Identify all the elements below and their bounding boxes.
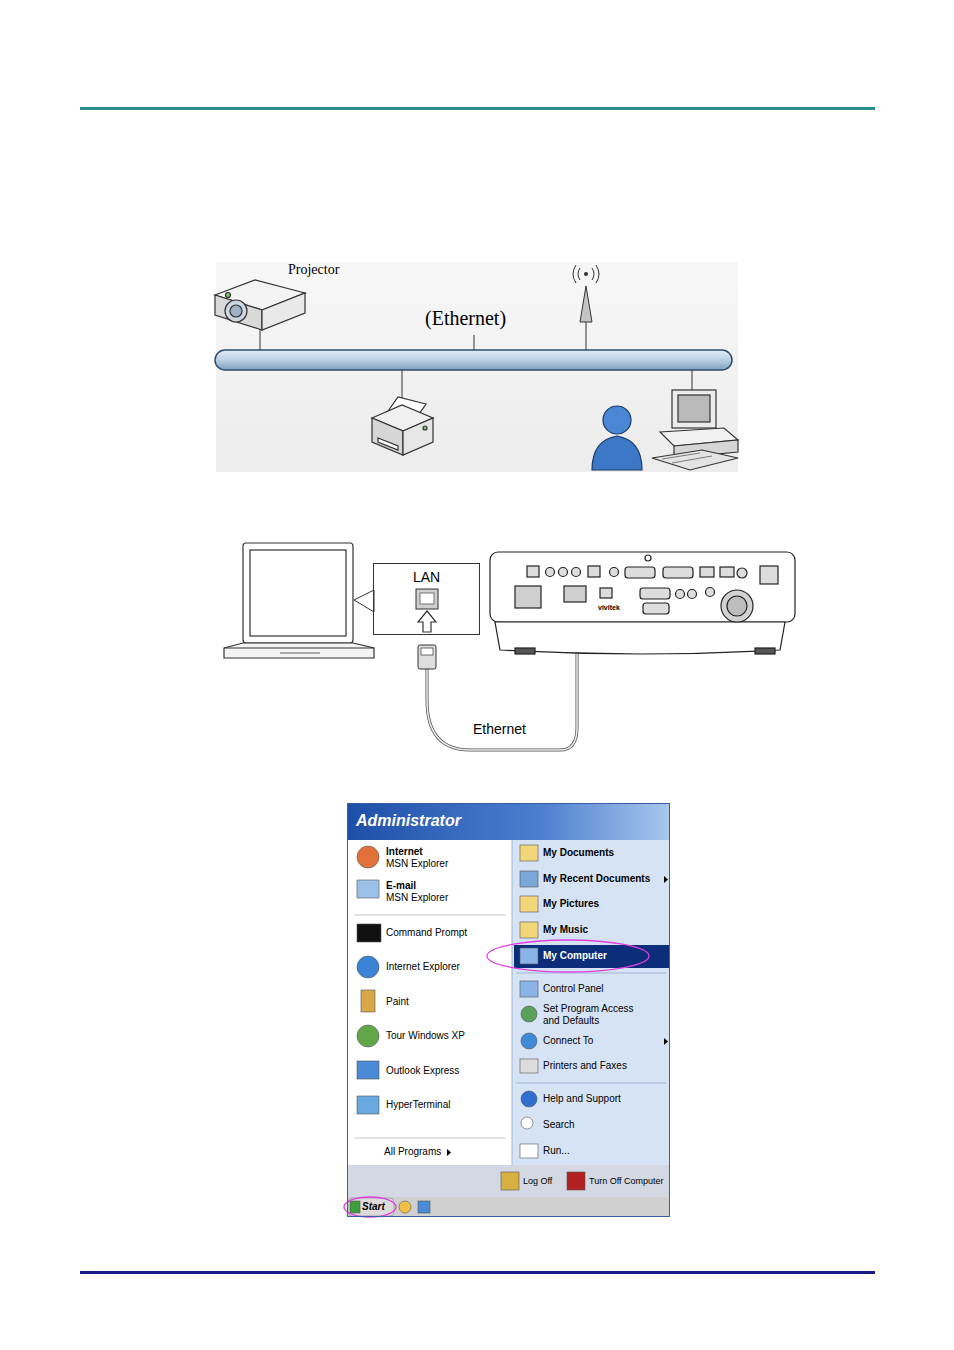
menu-bottom-bar: [347, 1165, 670, 1197]
lan-port-symbol: [416, 589, 438, 632]
menu-item: Printers and Faxes: [543, 1060, 627, 1072]
menu-item: Internet Explorer: [386, 961, 460, 973]
menu-item: Search: [543, 1119, 575, 1131]
menu-item: My Documents: [543, 847, 614, 859]
projector-icon: [215, 280, 305, 330]
drop-line: [402, 370, 403, 398]
menu-item: Paint: [386, 996, 409, 1008]
header-rule: [80, 107, 875, 110]
drop-line: [586, 322, 587, 351]
menu-button: Log Off: [523, 1176, 552, 1186]
highlight-ellipse: [344, 1197, 396, 1217]
menu-separator: [354, 915, 506, 916]
menu-item: Control Panel: [543, 983, 604, 995]
menu-ground: [347, 803, 670, 1217]
drop-line: [474, 335, 475, 351]
menu-item: Help and Support: [543, 1093, 621, 1105]
node-text: Administrator: [356, 812, 661, 830]
column-divider: [512, 840, 513, 1165]
laptop-icon: [224, 543, 374, 658]
menu-item: My Recent Documents: [543, 873, 650, 885]
callout-pointer: [354, 590, 374, 612]
drop-line: [692, 370, 693, 390]
menu-item-selected: My Computer: [543, 950, 607, 962]
menu-item: All Programs: [384, 1146, 441, 1158]
diagram-ground: [216, 262, 738, 472]
menu-item: Connect To: [543, 1035, 593, 1047]
menu-item: Command Prompt: [386, 927, 467, 939]
network-diagram: [215, 262, 738, 472]
footer-rule: [80, 1271, 875, 1274]
menu-subtext: MSN Explorer: [386, 858, 448, 870]
brand-logo: vivitek: [598, 604, 620, 612]
user-icon: [592, 406, 642, 470]
start-label: Start: [362, 1201, 385, 1213]
menu-item: Internet: [386, 846, 423, 858]
submenu-arrows: [447, 876, 668, 1156]
node-text: LAN: [380, 569, 473, 585]
cable-label: Ethernet: [473, 721, 526, 737]
antenna-icon: [573, 265, 599, 322]
callout-box: LAN: [373, 563, 480, 635]
ethernet-bus: [215, 350, 732, 370]
computer-icon: [652, 390, 738, 470]
network-label: (Ethernet): [425, 307, 506, 330]
menu-item: Set Program Access and Defaults: [543, 1003, 651, 1026]
menu-item: My Pictures: [543, 898, 599, 910]
start-menu-screenshot: [344, 803, 670, 1217]
menu-left-column: [347, 840, 512, 1165]
start-button: [348, 1198, 394, 1216]
menu-item: Run...: [543, 1145, 570, 1157]
highlight-ellipse: [487, 940, 649, 972]
menu-subtext: MSN Explorer: [386, 892, 448, 904]
highlight-band: [514, 945, 670, 968]
printer-icon: [372, 397, 433, 455]
menu-header-band: [347, 803, 670, 840]
drop-line: [260, 330, 261, 351]
menu-item: My Music: [543, 924, 588, 936]
menu-item: E-mail: [386, 880, 416, 892]
menu-separator: [516, 973, 666, 974]
menu-item: Outlook Express: [386, 1065, 459, 1077]
menu-separator: [354, 1138, 506, 1139]
menu-right-column: [512, 840, 670, 1165]
device-label: Projector: [288, 262, 339, 278]
menu-item: HyperTerminal: [386, 1099, 450, 1111]
menu-item: Tour Windows XP: [386, 1030, 465, 1042]
menu-button: Turn Off Computer: [589, 1176, 664, 1186]
projector-rear: [490, 552, 795, 654]
connection-diagram: [224, 543, 795, 750]
menu-separator: [516, 1083, 666, 1084]
